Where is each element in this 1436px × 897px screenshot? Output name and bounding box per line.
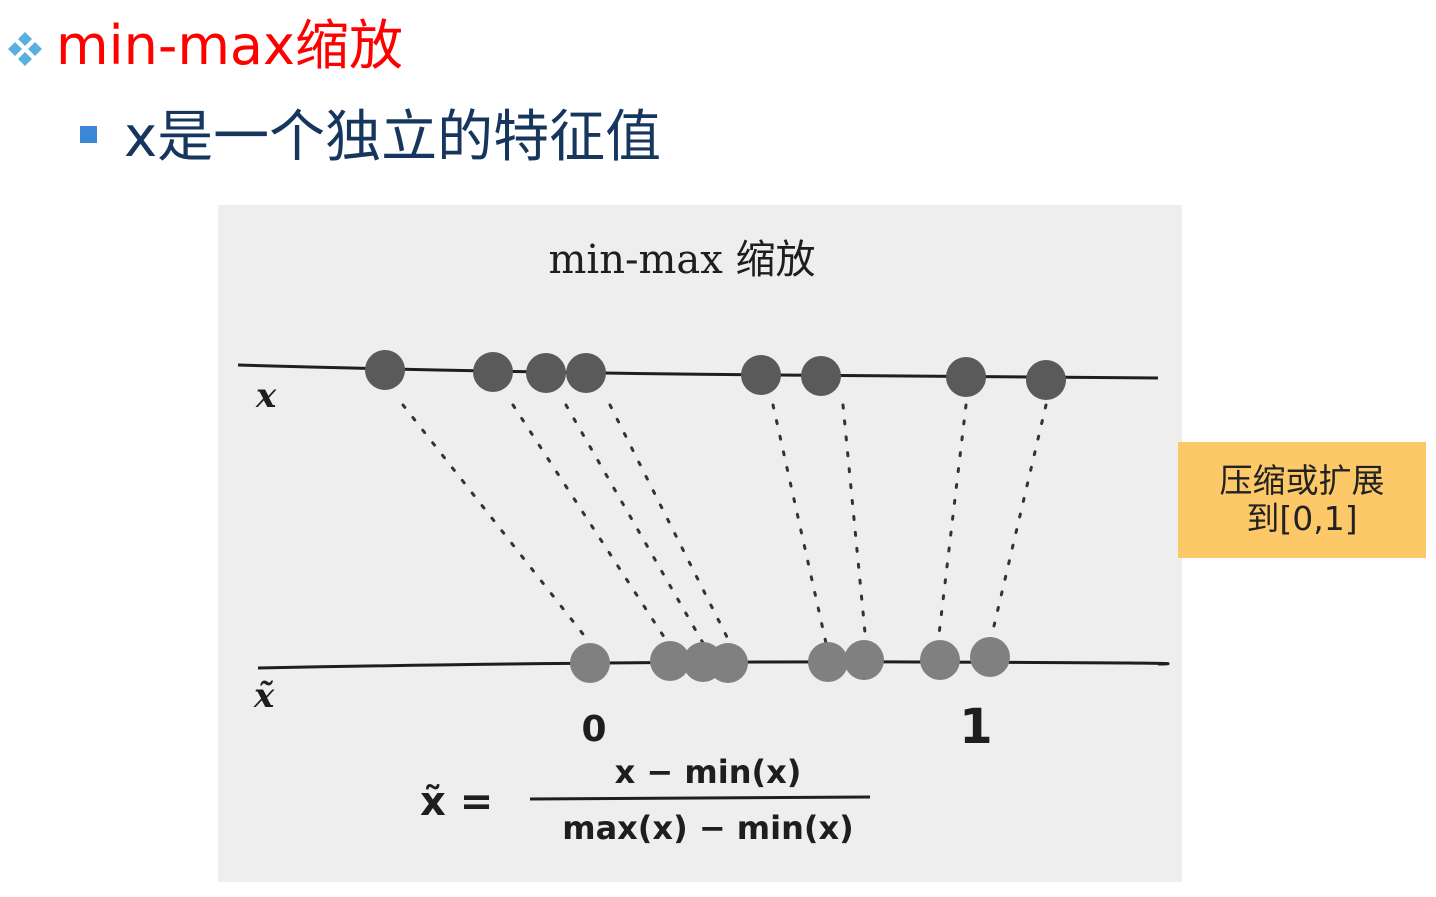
point-bottom xyxy=(650,641,690,681)
formula-denominator: max(x) − min(x) xyxy=(562,809,854,847)
point-top xyxy=(526,353,566,393)
slide-title: min-max缩放 xyxy=(56,14,403,77)
tick-label-zero: 0 xyxy=(581,709,606,750)
tick-label-one: 1 xyxy=(959,699,992,755)
point-bottom xyxy=(808,642,848,682)
callout-line-1: 压缩或扩展 xyxy=(1219,461,1385,500)
point-bottom xyxy=(570,643,610,683)
slide-subtitle: x是一个独立的特征值 xyxy=(124,105,662,170)
axis-label-bottom: x̃ xyxy=(253,676,275,716)
mapping-lines xyxy=(401,403,1048,645)
callout-box: 压缩或扩展 到[0,1] xyxy=(1178,442,1426,558)
diamond-bullet-icon xyxy=(8,32,42,66)
formula-lhs: x̃ = xyxy=(420,779,493,825)
callout-line-2: 到[0,1] xyxy=(1246,499,1358,538)
point-bottom xyxy=(970,637,1010,677)
min-max-diagram: min-max 缩放 x x̃ xyxy=(218,205,1182,882)
point-top xyxy=(1026,360,1066,400)
point-bottom xyxy=(920,640,960,680)
point-top xyxy=(566,353,606,393)
axis-label-top: x xyxy=(255,376,277,416)
scaled-points xyxy=(570,637,1010,683)
square-bullet-icon xyxy=(80,126,97,143)
point-top xyxy=(473,352,513,392)
point-top xyxy=(741,355,781,395)
original-points xyxy=(365,350,1066,400)
point-top xyxy=(801,356,841,396)
point-top xyxy=(365,350,405,390)
point-bottom xyxy=(844,640,884,680)
point-bottom xyxy=(708,643,748,683)
formula-numerator: x − min(x) xyxy=(615,753,802,791)
fraction-bar xyxy=(529,795,871,801)
diagram-heading: min-max 缩放 xyxy=(548,237,815,283)
point-top xyxy=(946,357,986,397)
